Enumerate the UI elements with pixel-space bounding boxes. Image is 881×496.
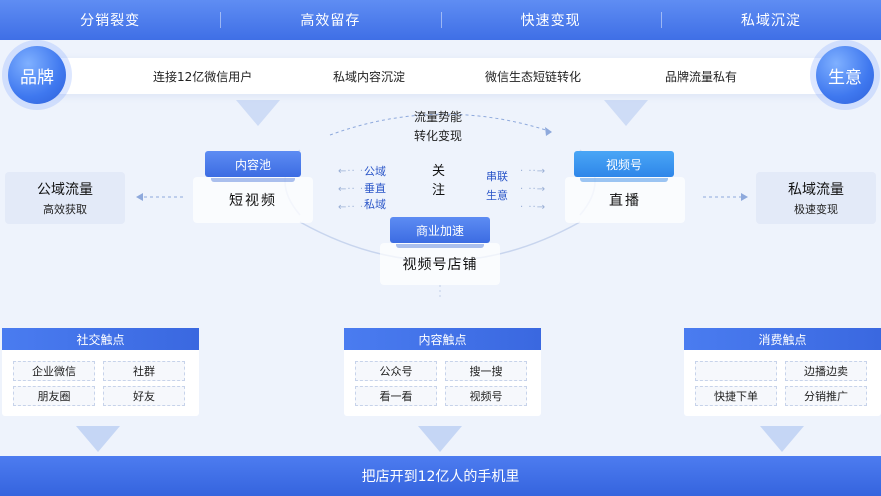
short-video-panel: 短视频 [193,177,313,223]
value-item: 私域内容沉淀 [333,69,406,84]
value-item: 连接12亿微信用户 [153,69,253,84]
private-word: 私域 [364,198,386,211]
shop-panel: 视频号店铺 [380,243,500,285]
stage-label: 私域沉淀 [660,0,881,40]
business-boost-tag: 商业加速 [390,217,490,248]
tag-label: 商业加速 [415,223,464,238]
value-item: 微信生态短链转化 [485,69,582,84]
arrow-decor: · ··→ [520,166,547,177]
touchpoint-chip: 看一看 [355,386,437,406]
touchpoint-chip: 快捷下单 [695,386,777,406]
funnel-arrow [236,100,280,126]
touchpoint-chip: 朋友圈 [13,386,95,406]
box-title: 消费触点 [684,328,881,350]
touchpoint-chip: 企业微信 [13,361,95,381]
stage-label: 高效留存 [220,0,440,40]
panel-label: 短视频 [229,193,277,209]
content-touchpoint-box: 内容触点 公众号 搜一搜 看一看 视频号 [344,328,541,416]
funnel-arrow [604,100,648,126]
public-traffic-card: 公域流量 高效获取 [5,172,125,224]
consumer-touchpoint-box: 消费触点 边播边卖 快捷下单 分销推广 [684,328,881,416]
stage-label: 分销裂变 [80,13,141,29]
bottom-banner: 把店开到12亿人的手机里 [0,456,881,496]
touchpoint-chip: 搜一搜 [445,361,527,381]
brand-badge: 品牌 [8,46,66,104]
stage-bar: 分销裂变 高效留存 快速变现 私域沉淀 [0,0,881,40]
private-traffic-card: 私域流量 极速变现 [756,172,876,224]
flow-label: 转化变现 [414,129,463,143]
box-title: 社交触点 [2,328,199,350]
tag-label: 视频号 [605,157,642,172]
video-account-tag: 视频号 [574,151,674,182]
touchpoint-chip [695,361,777,381]
card-subtitle: 极速变现 [794,203,838,216]
connect-word: 串联 [486,170,508,183]
arrow-decor: ←·· · [338,184,365,195]
funnel-arrow [418,426,462,452]
live-panel: 直播 [565,177,685,223]
public-word: 公域 [364,165,386,178]
content-pool-tag: 内容池 [205,151,301,182]
touchpoint-chip: 视频号 [445,386,527,406]
card-title: 私域流量 [788,182,844,198]
follow-text: 关注 [432,164,446,198]
arrow-decor: ←·· · [338,166,365,177]
card-subtitle: 高效获取 [43,203,87,216]
tag-label: 内容池 [234,157,271,172]
value-row: 连接12亿微信用户 私域内容沉淀 微信生态短链转化 品牌流量私有 [30,58,850,94]
card-title: 公域流量 [37,182,93,198]
value-item: 品牌流量私有 [665,69,738,84]
stage-label: 快速变现 [440,0,661,40]
business-word: 生意 [486,189,508,202]
touchpoint-chip: 社群 [103,361,185,381]
flow-label: 流量势能 [414,110,463,124]
touchpoint-chip: 边播边卖 [785,361,867,381]
vertical-word: 垂直 [364,182,386,195]
touchpoint-chip: 公众号 [355,361,437,381]
growth-badge: 生意 [816,46,874,104]
arrow-decor: ←·· · [338,202,365,213]
box-title: 内容触点 [344,328,541,350]
touchpoint-chip: 好友 [103,386,185,406]
panel-label: 直播 [609,193,641,209]
social-touchpoint-box: 社交触点 企业微信 社群 朋友圈 好友 [2,328,199,416]
touchpoint-chip: 分销推广 [785,386,867,406]
arrow-decor: · ··→ [520,202,547,213]
panel-label: 视频号店铺 [402,257,478,273]
funnel-arrow [76,426,120,452]
arrow-decor: · ··→ [520,184,547,195]
funnel-arrow [760,426,804,452]
